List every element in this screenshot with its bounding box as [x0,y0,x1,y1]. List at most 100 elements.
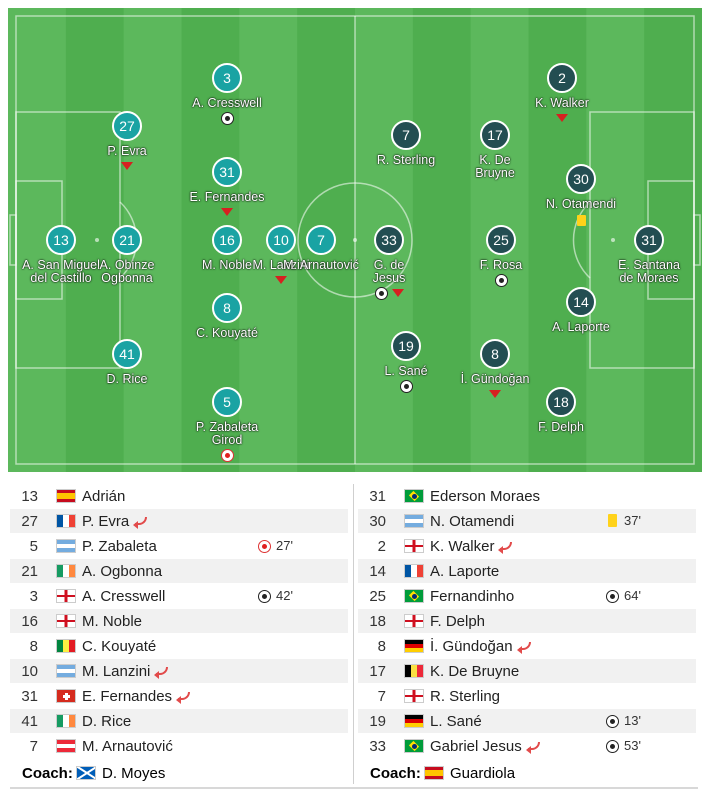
player-name[interactable]: A. Laporte [430,563,499,580]
player-name-text[interactable]: L. Sané [430,713,482,730]
player-name-label: L. Sané [384,364,428,378]
player-name[interactable]: R. Sterling [430,688,500,705]
player-name-text[interactable]: D. Rice [82,713,132,730]
player-name-label: G. de Jesus [372,258,406,285]
player-name-label: C. Kouyaté [196,326,258,340]
player-name-label: E. Fernandes [189,190,265,204]
spain-flag [56,489,76,503]
player-name-label: K. De Bruyne [475,153,515,180]
player-name-label: F. Delph [538,420,584,434]
player-name-text[interactable]: M. Lanzini [82,663,151,680]
coach-name[interactable]: D. Moyes [102,765,166,782]
argentina-flag [56,664,76,678]
player-name-text[interactable]: İ. Gündoğan [430,638,513,655]
player-name-text[interactable]: N. Otamendi [430,513,515,530]
shirt-number: 21 [21,563,38,580]
shirt-number: 31 [21,688,38,705]
player-name[interactable]: A. Ogbonna [82,563,162,580]
player-name-text[interactable]: C. Kouyaté [82,638,157,655]
player-name-label: A. San Miguel del Castillo [22,258,100,285]
player-number-disc: 41 [112,339,142,369]
player-name[interactable]: L. Sané [430,713,482,730]
goal-ball-icon [495,274,508,287]
player-name-text[interactable]: K. Walker [430,538,495,555]
player-name-text[interactable]: P. Evra [82,513,130,530]
player-number-disc: 27 [112,111,142,141]
away-coach: Coach:Guardiola [358,759,696,785]
player-name-text[interactable]: M. Arnautović [82,738,173,755]
player-number-disc: 8 [480,339,510,369]
player-name[interactable]: F. Delph [430,613,485,630]
argentina-flag [404,514,424,528]
player-name-text[interactable]: Adrián [82,488,126,505]
player-name-text[interactable]: E. Fernandes [82,688,173,705]
player-name[interactable]: D. Rice [82,713,131,730]
player-name-text[interactable]: M. Noble [82,613,143,630]
player-name[interactable]: İ. Gündoğan [430,638,533,655]
player-name-label: P. Evra [107,144,147,158]
player-name-text[interactable]: A. Laporte [430,563,500,580]
player-name-text[interactable]: Fernandinho [430,588,515,605]
lineup-row[interactable]: 21 A. Ogbonna [10,559,348,584]
player-name-text[interactable]: A. Cresswell [82,588,166,605]
player-name[interactable]: Fernandinho [430,588,514,605]
scotland-flag [76,766,96,780]
player-name[interactable]: P. Evra [82,513,149,530]
player-name-label: E. Santana de Moraes [618,258,680,285]
player-name-text[interactable]: K. De Bruyne [430,663,520,680]
england-flag [56,589,76,603]
player-name[interactable]: N. Otamendi [430,513,514,530]
player-name[interactable]: M. Lanzini [82,663,170,680]
lineup-row[interactable]: 31 E. Fernandes [10,684,348,709]
player-name[interactable]: A. Cresswell [82,588,165,605]
switzerland-flag [56,689,76,703]
player-name-text[interactable]: P. Zabaleta [82,538,157,555]
table-bottom-rule [10,787,698,789]
player-name[interactable]: Ederson Moraes [430,488,540,505]
player-name-label: M. Arnautović [283,258,359,272]
player-name-text[interactable]: A. Ogbonna [82,563,163,580]
shirt-number: 5 [29,538,38,555]
player-name[interactable]: C. Kouyaté [82,638,156,655]
coach-name[interactable]: Guardiola [450,765,516,782]
player-name[interactable]: K. Walker [430,538,514,555]
player-name-text[interactable]: Ederson Moraes [430,488,541,505]
player-name[interactable]: M. Noble [82,613,142,630]
event-minute: 64' [624,588,641,603]
player-name[interactable]: P. Zabaleta [82,538,157,555]
player-number-disc: 30 [566,164,596,194]
player-name-text[interactable]: F. Delph [430,613,486,630]
player-name[interactable]: Adrián [82,488,125,505]
player-name[interactable]: Gabriel Jesus [430,738,542,755]
argentina-flag [56,539,76,553]
brazil-flag [404,739,424,753]
player-name-text[interactable]: Gabriel Jesus [430,738,522,755]
player-name[interactable]: M. Arnautović [82,738,173,755]
player-name-text[interactable]: R. Sterling [430,688,501,705]
player-name[interactable]: E. Fernandes [82,688,192,705]
goal-ball-icon [375,287,388,300]
own-goal-icon [221,449,234,462]
player-name[interactable]: K. De Bruyne [430,663,519,680]
brazil-flag [404,489,424,503]
